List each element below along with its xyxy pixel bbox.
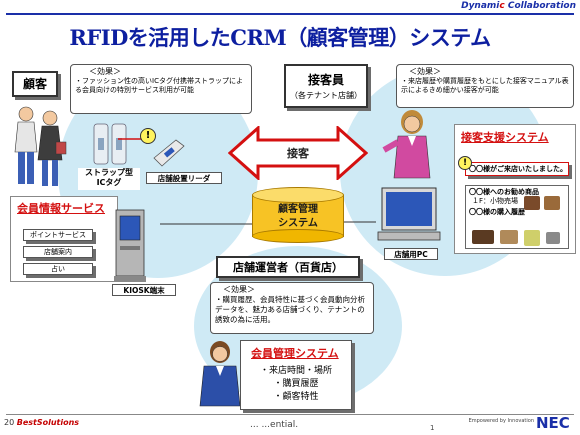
crm-system-database: 顧客管理 システム [252, 187, 344, 243]
member-service-item[interactable]: 占い [23, 263, 93, 275]
customer-label-box: 顧客 [12, 71, 58, 97]
strap-tag-label: ストラップ型 ICタグ [78, 168, 140, 190]
brand-prefix: Dynami [461, 1, 500, 11]
staff-sublabel: （各テナント店舗） [290, 91, 362, 100]
system-label-2: システム [278, 218, 318, 229]
operator-effect-text: ・購買履歴、会員特性に基づく会員動向分析データを、魅力ある店舗づくり、テナントの… [215, 295, 365, 324]
operator-effect-title: ＜効果＞ [223, 285, 255, 294]
staff-person-illustration [382, 110, 431, 179]
operator-effect-box: ＜効果＞ ・購買履歴、会員特性に基づく会員動向分析データを、魅力ある店舗づくり、… [210, 282, 374, 334]
staff-effect-box: ＜効果＞ ・来店履歴や購買履歴をもとにした接客マニュアル表示によるきめ細かい接客… [396, 64, 574, 108]
support-rec-sub: １F：小物売場 [472, 197, 519, 205]
brand-suffix: Collaboration [504, 1, 576, 11]
customer-label: 顧客 [22, 77, 47, 91]
kiosk-label: KIOSK端末 [112, 284, 176, 296]
member-mgmt-item: ・顧客特性 [273, 392, 319, 402]
member-service-title: 会員情報サービス [17, 202, 105, 215]
member-mgmt-panel: 会員管理システム ・来店時間・場所 ・購買履歴 ・顧客特性 [240, 340, 352, 410]
staff-label-box: 接客員 （各テナント店舗） [284, 64, 368, 108]
support-rec-title: 〇〇様へのお勧め商品 [469, 188, 539, 196]
staff-effect-title: ＜効果＞ [409, 67, 441, 76]
nec-logo: NEC [536, 414, 570, 432]
footer-tagline: Empowered by Innovation [468, 418, 534, 424]
page-number: 1 [430, 424, 435, 432]
alert-badge-icon: ! [458, 156, 472, 170]
staff-label: 接客員 [307, 73, 344, 87]
operator-label: 店舗運営者（百貨店） [216, 256, 360, 278]
support-alert: 〇〇様がご来店いたしました。 [465, 162, 569, 176]
purchase-history-icon [472, 230, 560, 246]
kiosk-terminal-icon [114, 209, 146, 282]
footer-company: 20 BestSolutions [4, 418, 144, 432]
brand-mid: c [499, 1, 505, 11]
customer-effect-text: ・ファッション性の高いICタグ付携帯ストラップによる会員向けの特別サービス利用が… [75, 77, 243, 94]
support-history-title: 〇〇様の購入履歴 [469, 208, 525, 216]
footer-company-name: BestSolutions [16, 418, 80, 427]
alert-badge-icon: ! [140, 128, 156, 144]
member-mgmt-item: ・購買履歴 [273, 379, 319, 389]
member-mgmt-title: 会員管理システム [251, 347, 339, 360]
footer-year: 20 [4, 418, 15, 427]
support-title: 接客支援システム [461, 131, 549, 144]
system-label-1: 顧客管理 [278, 204, 318, 215]
footer-confidential: ... ...ential. [250, 420, 299, 430]
operator-person-illustration [199, 341, 241, 407]
member-service-item[interactable]: 店舗案内 [23, 246, 93, 258]
header-rule [6, 13, 574, 15]
member-service-panel: 会員情報サービス ポイントサービス 店舗案内 占い [10, 196, 118, 282]
member-service-item[interactable]: ポイントサービス [23, 229, 93, 241]
store-reader-icon [153, 139, 185, 167]
support-info-card: 〇〇様へのお勧め商品 １F：小物売場 〇〇様の購入履歴 [465, 185, 569, 249]
member-mgmt-item: ・来店時間・場所 [259, 366, 332, 376]
store-pc-label: 店舗用PC [384, 248, 438, 260]
page-title: RFIDを活用したCRM（顧客管理）システム [69, 25, 491, 50]
arrow-label: 接客 [287, 147, 309, 160]
support-system-panel: 接客支援システム 〇〇様がご来店いたしました。 〇〇様へのお勧め商品 １F：小物… [454, 124, 576, 254]
customer-effect-title: ＜効果＞ [89, 67, 121, 76]
store-pc-icon [377, 187, 441, 241]
staff-effect-text: ・来店履歴や購買履歴をもとにした接客マニュアル表示によるきめ細かい接客が可能 [401, 77, 569, 94]
reader-label: 店舗設置リーダ [146, 172, 222, 184]
service-double-arrow [228, 126, 368, 180]
customer-effect-box: ＜効果＞ ・ファッション性の高いICタグ付携帯ストラップによる会員向けの特別サー… [70, 64, 252, 114]
brand-logo: Dynamic Collaboration [458, 1, 576, 15]
system-connector-lines [160, 221, 376, 225]
recommended-bags-icon [524, 196, 560, 210]
strap-ic-tag-icon [93, 123, 127, 165]
customer-people-illustration [14, 106, 67, 186]
footer-rule [6, 414, 574, 415]
